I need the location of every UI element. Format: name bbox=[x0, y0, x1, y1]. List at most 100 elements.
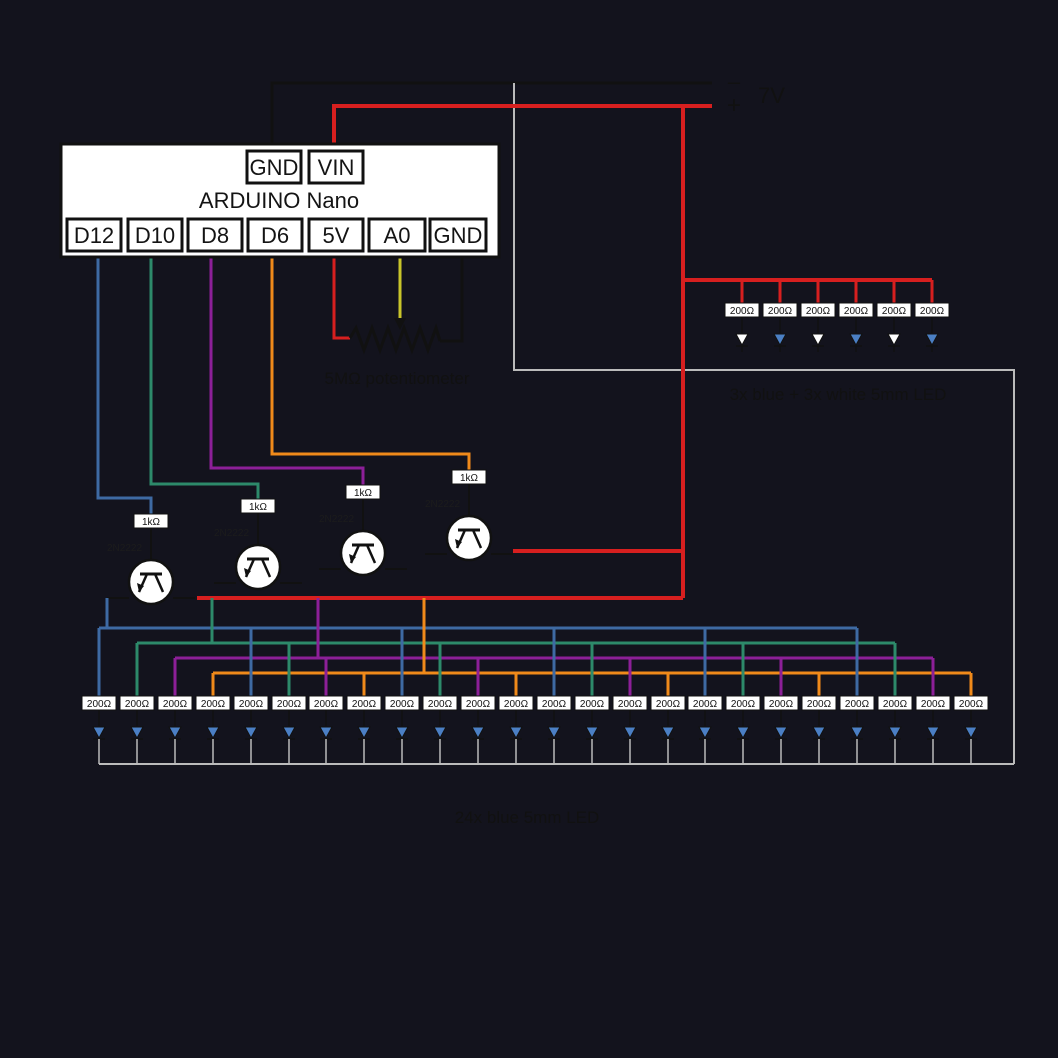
resistor-body bbox=[451, 469, 487, 485]
resistor-value: 200Ω bbox=[883, 699, 908, 710]
bank-led-5: 200Ω bbox=[233, 628, 269, 764]
resistor-value: 200Ω bbox=[390, 699, 415, 710]
bank-resistor: 200Ω bbox=[195, 695, 231, 711]
resistor-value: 200Ω bbox=[768, 306, 793, 317]
transistor-part-label: 2N2222 bbox=[107, 543, 142, 554]
bank-led-symbol bbox=[698, 726, 712, 740]
bank-led-13: 200Ω bbox=[536, 628, 572, 764]
arduino-pin-gnd-top[interactable]: GND bbox=[245, 149, 303, 185]
signal-wires bbox=[96, 255, 471, 513]
bank-led-symbol bbox=[244, 726, 258, 740]
resistor-value: 200Ω bbox=[656, 699, 681, 710]
pin-label-vin: VIN bbox=[318, 155, 355, 180]
bank-resistor: 200Ω bbox=[650, 695, 686, 711]
bank-led-symbol bbox=[661, 726, 675, 740]
transistor-stage-d12: 1kΩ 2N2222 bbox=[107, 511, 195, 606]
arduino-pin-vin[interactable]: VIN bbox=[307, 149, 365, 185]
bank-led-symbol bbox=[926, 726, 940, 740]
indicator-led-5: 200Ω bbox=[876, 280, 912, 352]
resistor-value: 200Ω bbox=[844, 306, 869, 317]
bank-led-18: 200Ω bbox=[725, 643, 761, 764]
bank-resistor: 200Ω bbox=[498, 695, 534, 711]
bank-resistor: 200Ω bbox=[308, 695, 344, 711]
bank-led-2: 200Ω bbox=[119, 643, 155, 764]
indicator-led-symbol bbox=[849, 333, 863, 347]
led-triangle bbox=[547, 726, 561, 740]
indicator-resistor: 200Ω bbox=[800, 302, 836, 318]
bank-led-symbol bbox=[623, 726, 637, 740]
bank-resistor: 200Ω bbox=[536, 695, 572, 711]
indicator-led-2: 200Ω bbox=[762, 280, 798, 352]
power-wires bbox=[197, 81, 1015, 764]
bank-led-symbol bbox=[888, 726, 902, 740]
bank-resistor: 200Ω bbox=[422, 695, 458, 711]
indicator-led-symbol bbox=[811, 333, 825, 347]
transistor-arrow bbox=[349, 554, 356, 563]
bank-led-symbol bbox=[509, 726, 523, 740]
indicator-led-1: 200Ω bbox=[724, 280, 760, 352]
potentiometer-label: 5MΩ potentiometer bbox=[325, 369, 470, 388]
led-triangle bbox=[850, 726, 864, 740]
indicator-resistor: 200Ω bbox=[762, 302, 798, 318]
resistor-value: 200Ω bbox=[201, 699, 226, 710]
d10-signal-wire bbox=[149, 255, 260, 498]
d12-signal-wire bbox=[96, 255, 153, 513]
pin-label-gnd-top: GND bbox=[250, 155, 299, 180]
arduino-pin-d6[interactable]: D6 bbox=[246, 217, 304, 253]
transistor-part-label: 2N2222 bbox=[214, 528, 249, 539]
supply-minus-label: – bbox=[728, 69, 741, 94]
led-triangle bbox=[735, 333, 749, 347]
resistor-value: 200Ω bbox=[921, 699, 946, 710]
led-triangle bbox=[888, 726, 902, 740]
led-triangle bbox=[849, 333, 863, 347]
arduino-pin-d12[interactable]: D12 bbox=[65, 217, 123, 253]
pot-5v-wire bbox=[332, 255, 350, 340]
led-triangle bbox=[357, 726, 371, 740]
arduino-pin-gnd-bottom[interactable]: GND bbox=[428, 217, 488, 253]
led-triangle bbox=[623, 726, 637, 740]
bank-led-symbol bbox=[471, 726, 485, 740]
bank-led-22: 200Ω bbox=[877, 643, 913, 764]
base-resistor-d6: 1kΩ bbox=[451, 469, 487, 485]
pin-label-d10: D10 bbox=[135, 223, 175, 248]
resistor-body bbox=[345, 484, 381, 500]
resistor-value: 200Ω bbox=[163, 699, 188, 710]
pin-label-a0: A0 bbox=[384, 223, 411, 248]
bank-resistor: 200Ω bbox=[119, 695, 155, 711]
led-triangle bbox=[585, 726, 599, 740]
resistor-value: 200Ω bbox=[618, 699, 643, 710]
bank-resistor: 200Ω bbox=[877, 695, 913, 711]
arduino-pin-d10[interactable]: D10 bbox=[126, 217, 184, 253]
resistor-value: 200Ω bbox=[542, 699, 567, 710]
bank-led-12: 200Ω bbox=[498, 673, 534, 764]
led-triangle bbox=[509, 726, 523, 740]
led-triangle bbox=[92, 726, 106, 740]
led-triangle bbox=[926, 726, 940, 740]
arduino-pin-5v[interactable]: 5V bbox=[307, 217, 365, 253]
transistor-arrow bbox=[137, 583, 144, 592]
indicator-led-3: 200Ω bbox=[800, 280, 836, 352]
base-resistor-d12: 1kΩ bbox=[133, 513, 169, 529]
transistor-collector bbox=[153, 573, 165, 593]
bank-resistor: 200Ω bbox=[612, 695, 648, 711]
resistor-value: 1kΩ bbox=[142, 517, 161, 528]
transistor-stage-d6: 1kΩ 2N2222 bbox=[425, 467, 513, 562]
arduino-pin-a0[interactable]: A0 bbox=[367, 217, 427, 253]
bank-resistor: 200Ω bbox=[81, 695, 117, 711]
arduino-pin-d8[interactable]: D8 bbox=[186, 217, 244, 253]
resistor-value: 200Ω bbox=[920, 306, 945, 317]
transistor-arrow bbox=[455, 539, 462, 548]
resistor-value: 200Ω bbox=[87, 699, 112, 710]
led-triangle bbox=[736, 726, 750, 740]
resistor-value: 200Ω bbox=[806, 306, 831, 317]
transistor-part-label: 2N2222 bbox=[425, 499, 460, 510]
bank-led-20: 200Ω bbox=[801, 673, 837, 764]
resistor-value: 200Ω bbox=[845, 699, 870, 710]
resistor-value: 1kΩ bbox=[249, 502, 268, 513]
led-triangle bbox=[661, 726, 675, 740]
bank-led-symbol bbox=[206, 726, 220, 740]
indicator-led-4: 200Ω bbox=[838, 280, 874, 352]
led-triangle bbox=[698, 726, 712, 740]
resistor-body bbox=[133, 513, 169, 529]
